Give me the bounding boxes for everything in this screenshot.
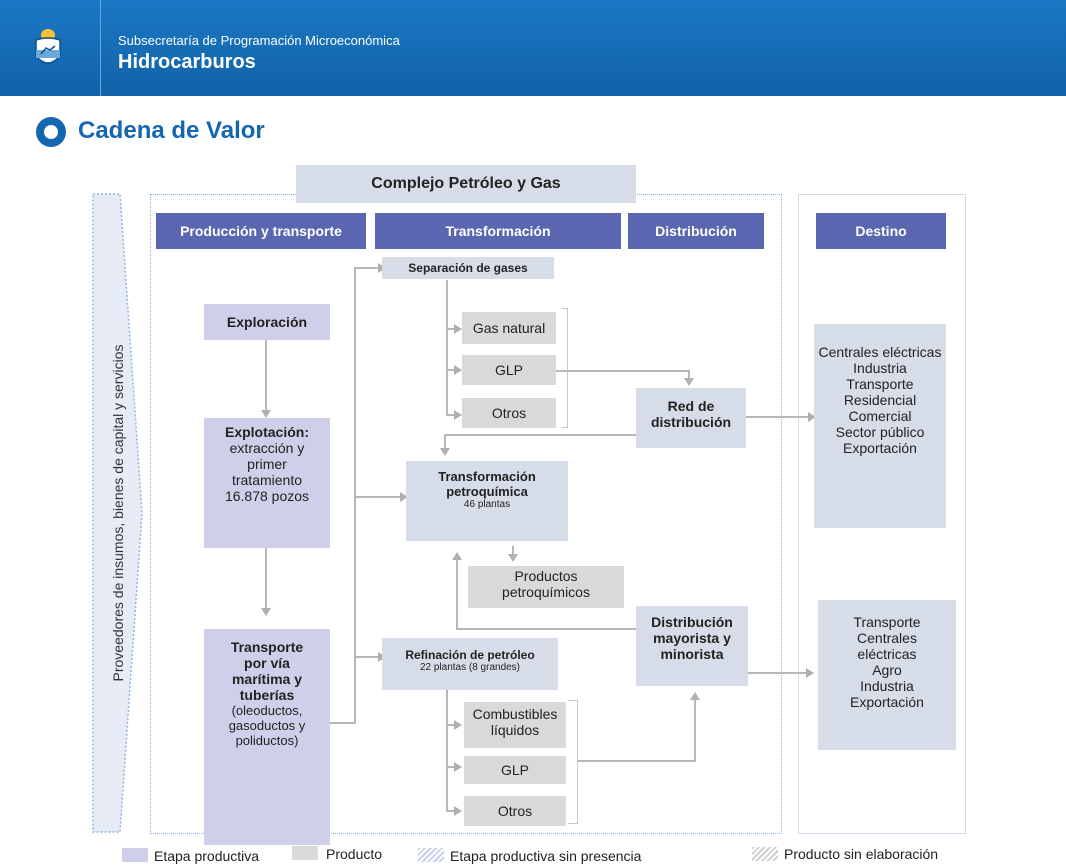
red-line: Red de [667,398,715,414]
combustibles-line: líquidos [490,722,540,738]
productos-line: petroquímicos [502,584,590,600]
explotacion-line: tratamiento [231,472,303,488]
explotacion-line: extracción y [229,440,305,456]
destino-item: Sector público [835,424,925,440]
petroquimica-line: Transformación [438,469,536,484]
destino-item: Comercial [848,408,912,424]
providers-label: Proveedores de insumos, bienes de capita… [110,344,126,682]
combustibles-line: Combustibles [472,706,558,722]
destino-item: Exportación [843,440,917,456]
red-line: distribución [650,414,732,430]
column-destination: Destino [816,213,946,249]
destino-item: Exportación [850,694,924,710]
productos-line: Productos [514,568,578,584]
legend-swatch-etapa [122,848,148,862]
destino-item: Transporte [853,614,921,630]
destino-item: Centrales eléctricas [818,344,942,360]
legend-sin-presencia: Etapa productiva sin presencia [450,848,642,864]
legend-swatch-sin-elaboracion [752,847,778,861]
glp-top-box: GLP [462,355,556,385]
petroquimica-line: petroquímica [446,484,528,499]
petroquimica-box: Transformación petroquímica 46 plantas [406,461,568,541]
bullet-icon [36,117,66,147]
destino-item: Centrales [857,630,917,646]
refinacion-line: 22 plantas (8 grandes) [419,662,521,673]
transporte-line: poliductos) [235,733,299,748]
combustibles-box: Combustibles líquidos [464,702,566,748]
exploracion-box: Exploración [204,304,330,340]
otros-top-box: Otros [462,398,556,428]
destino-item: Transporte [846,376,914,392]
legend-swatch-producto [292,846,318,860]
header-divider [100,0,101,96]
transporte-box: Transporte por vía marítima y tuberías (… [204,629,330,845]
mayorista-line: Distribución [651,614,733,630]
bracket [568,700,578,824]
column-distribution: Distribución [628,213,764,249]
destination-frame [798,194,966,834]
legend-producto: Producto [326,846,383,862]
explotacion-box: Explotación: extracción y primer tratami… [204,418,330,548]
legend-sin-elaboracion: Producto sin elaboración [784,846,939,862]
explotacion-title: Explotación: [224,424,309,440]
destino-item: Residencial [843,392,917,408]
page-title: Cadena de Valor [78,117,265,144]
gas-natural-box: Gas natural [462,312,556,344]
distribucion-mayorista-box: Distribución mayorista y minorista [636,606,748,686]
glp-bottom-box: GLP [464,756,566,784]
otros-bottom-box: Otros [464,796,566,826]
transporte-line: marítima y [231,671,303,687]
destino-item: Agro [872,662,902,678]
petroquimica-line: 46 plantas [463,499,511,510]
providers-band: Proveedores de insumos, bienes de capita… [92,193,144,833]
app-header [0,0,1066,96]
destino-item: Industria [853,360,907,376]
complex-title: Complejo Petróleo y Gas [296,165,636,203]
refinacion-box: Refinación de petróleo 22 plantas (8 gra… [382,638,558,690]
column-transformation: Transformación [375,213,621,249]
bracket [562,308,568,428]
transporte-line: por vía [244,655,290,671]
header-title: Hidrocarburos [118,51,256,73]
destino-bottom-box: Transporte Centrales eléctricas Agro Ind… [818,600,956,750]
transporte-line: gasoductos y [228,718,306,733]
column-production: Producción y transporte [156,213,366,249]
mayorista-line: mayorista y [653,630,731,646]
mayorista-line: minorista [660,646,724,662]
header-subtitle: Subsecretaría de Programación Microeconó… [118,33,400,48]
destino-item: eléctricas [857,646,917,662]
destino-item: Industria [860,678,914,694]
legend-swatch-sin-presencia [418,848,444,862]
transporte-line: (oleoductos, [231,703,303,718]
transporte-line: Transporte [230,639,304,655]
coat-of-arms-icon [30,26,66,70]
productos-petroquimicos-box: Productos petroquímicos [468,566,624,608]
refinacion-line: Refinación de petróleo [405,648,535,662]
transporte-line: tuberías [239,687,295,703]
destino-top-box: Centrales eléctricas Industria Transport… [814,324,946,528]
separacion-box: Separación de gases [382,257,554,279]
legend-etapa: Etapa productiva [154,848,260,864]
red-distribucion-box: Red de distribución [636,388,746,448]
explotacion-line: primer [247,456,287,472]
explotacion-line: 16.878 pozos [224,488,310,504]
